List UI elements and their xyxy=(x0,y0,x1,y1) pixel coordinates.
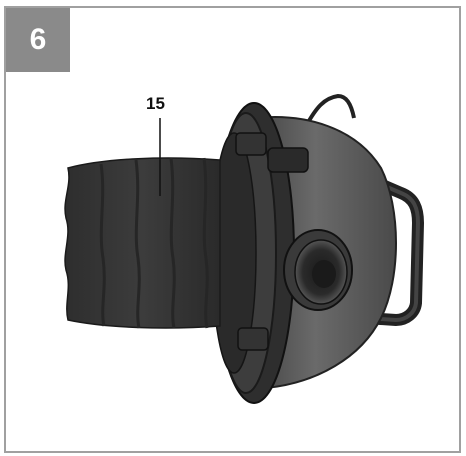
callout-label-foam-filter: 15 xyxy=(146,94,165,113)
top-latch xyxy=(267,147,309,173)
vacuum-motor-photo xyxy=(64,93,424,404)
foam-filter xyxy=(64,157,221,329)
figure-frame: 6 15 xyxy=(4,6,461,453)
figure-number: 6 xyxy=(29,23,47,56)
figure-number-badge: 6 xyxy=(6,8,70,72)
bottom-latch xyxy=(237,327,269,351)
power-cable xyxy=(304,93,356,127)
